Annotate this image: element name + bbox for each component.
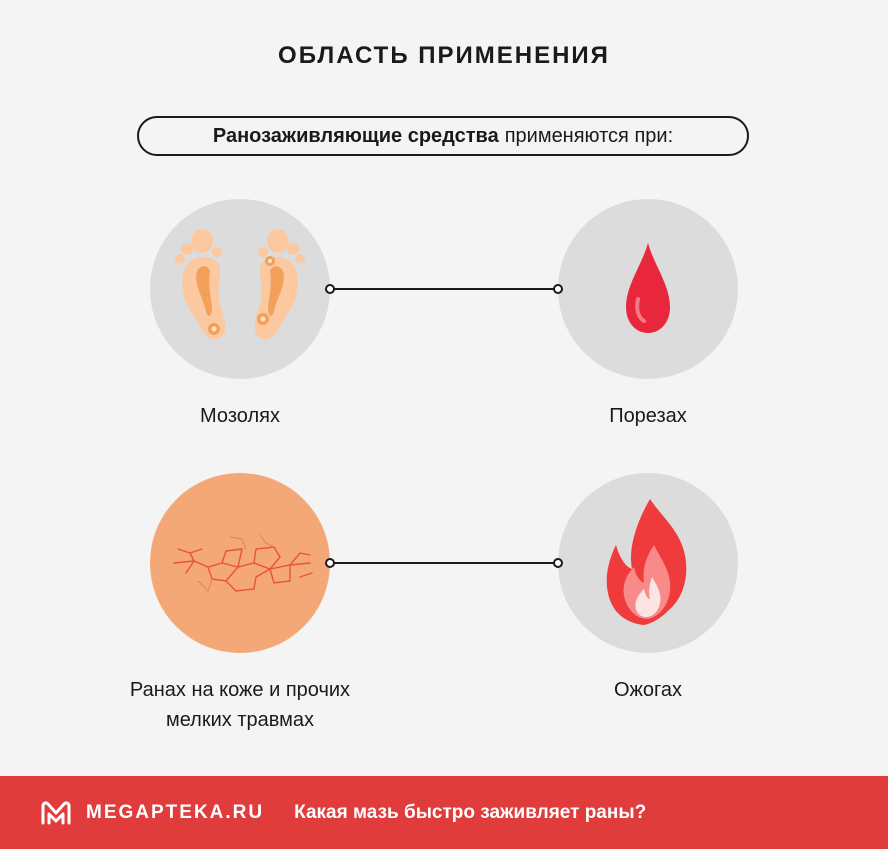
label-cuts: Порезах [609,405,687,427]
connector-dot [325,558,335,568]
wounds-circle [150,473,330,653]
footer-bar: MEGAPTEKA.RU Какая мазь быстро заживляет… [0,776,888,849]
page-title: ОБЛАСТЬ ПРИМЕНЕНИЯ [278,42,610,69]
label-wounds-line1: Ранах на коже и прочих [129,679,351,701]
footer-article-title[interactable]: Какая мазь быстро заживляет раны? [294,801,647,823]
flame-icon [606,499,687,625]
connector-dot [325,284,335,294]
subtitle-bold: Ранозаживляющие средства [212,124,499,147]
cuts-circle [558,199,738,379]
cracked-skin-icon [173,534,313,592]
connector-dot [553,558,563,568]
connector-top [330,288,558,290]
burns-circle [558,473,738,653]
label-calluses: Мозолях [200,405,280,427]
megapteka-logo-icon [41,800,71,824]
label-burns: Ожогах [613,679,683,701]
label-wounds-line2: мелких травмах [165,709,315,731]
feet-calluses-icon [175,229,305,340]
connector-bottom [330,562,558,564]
blood-drop-icon [626,243,670,333]
footer-brand[interactable]: MEGAPTEKA.RU [86,801,265,823]
subtitle-pill: Ранозаживляющие средства применяются при… [137,116,749,156]
subtitle-rest: применяются при: [504,124,674,147]
label-wounds: Ранах на коже и прочих мелких травмах [60,675,420,735]
connector-dot [553,284,563,294]
calluses-circle [150,199,330,379]
